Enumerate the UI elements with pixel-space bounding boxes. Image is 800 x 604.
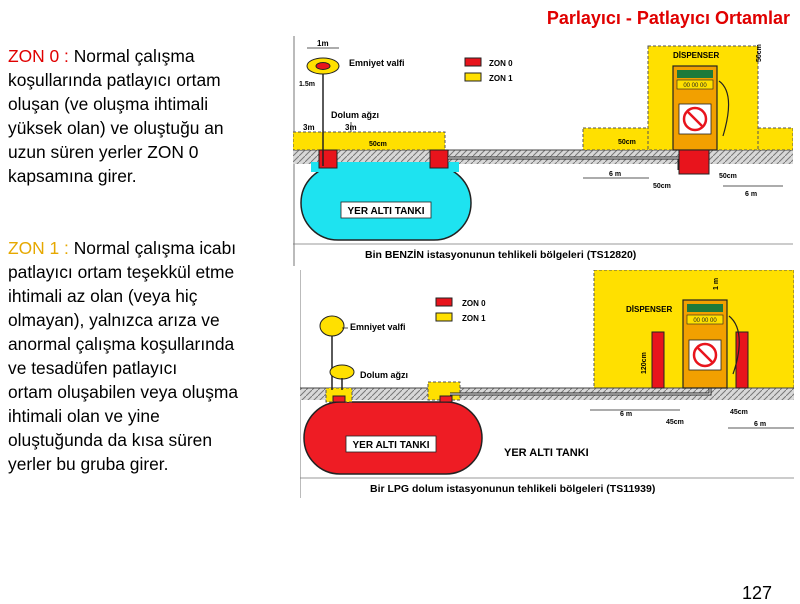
legend-zon0-swatch xyxy=(464,57,482,67)
dispenser-zone0-pit xyxy=(678,149,710,175)
zone1-line: oluştuğunda da kısa süren xyxy=(8,430,213,450)
dim-1-5m: 1.5m xyxy=(299,81,315,88)
fill-label: Dolum ağzı xyxy=(331,110,379,120)
zone1-line: olmayan), yalnızca arıza ve xyxy=(8,310,220,330)
zone0-line: uzun süren yerler ZON 0 xyxy=(8,142,199,162)
zone1-line: ortam oluşabilen veya oluşma xyxy=(8,382,239,402)
zone0-fill-pit xyxy=(429,149,449,169)
valve-label: Emniyet valfi xyxy=(349,58,405,68)
legend-zon1-swatch xyxy=(435,312,453,322)
zone0-line: koşullarında patlayıcı ortam xyxy=(8,70,221,90)
legend-zon0-label: ZON 0 xyxy=(489,59,513,68)
dim-50cm-e: 50cm xyxy=(719,173,737,180)
zone0-line: oluşan (ve oluşma ihtimali xyxy=(8,94,209,114)
zone1-line: ve tesadüfen patlayıcı xyxy=(8,358,178,378)
zone0-line: Normal çalışma xyxy=(68,46,195,66)
legend-zon0-swatch xyxy=(435,297,453,307)
dim-50cm-b: 50cm xyxy=(756,44,763,62)
zone0-line: yüksek olan) ve oluştuğu an xyxy=(8,118,224,138)
vent-zone0-circle xyxy=(315,62,331,70)
zone0-fill-cap xyxy=(439,395,453,403)
tank-side-label: YER ALTI TANKI xyxy=(504,447,589,459)
zone1-label: ZON 1 : xyxy=(8,238,69,258)
dim-50cm-d: 50cm xyxy=(653,183,671,190)
legend-zon1-label: ZON 1 xyxy=(462,314,486,323)
zone1-line: ihtimali olan ve yine xyxy=(8,406,160,426)
gasoline-station-diagram: YER ALTI TANKI Emniyet valfi 1m 1.5m Dol… xyxy=(293,36,793,266)
dim-1m: 1m xyxy=(317,39,329,48)
lpg-station-diagram: YER ALTI TANKI YER ALTI TANKI Emniyet va… xyxy=(300,270,794,498)
vent-zone1-circle xyxy=(319,315,345,337)
dim-6m-a: 6 m xyxy=(609,171,621,178)
tank-label: YER ALTI TANKI xyxy=(352,440,429,451)
tank-label: YER ALTI TANKI xyxy=(347,206,424,217)
zone1-line: Normal çalışma icabı xyxy=(68,238,237,258)
zone1-line: anormal çalışma koşullarında xyxy=(8,334,235,354)
page-number: 127 xyxy=(741,583,772,603)
dim-1m: 1 m xyxy=(713,278,720,290)
zone1-line: patlayıcı ortam teşekkül etme xyxy=(8,262,235,282)
dim-6m-b: 6 m xyxy=(754,421,766,428)
zone1-line: yerler bu gruba girer. xyxy=(8,454,169,474)
diagram1-caption: Bin BENZİN istasyonunun tehlikeli bölgel… xyxy=(365,248,636,261)
legend-zon0-label: ZON 0 xyxy=(462,299,486,308)
diagram2-caption: Bir LPG dolum istasyonunun tehlikeli böl… xyxy=(370,483,655,495)
zone1-line: ihtimali az olan (veya hiç xyxy=(8,286,198,306)
fill-label: Dolum ağzı xyxy=(360,370,408,380)
zone0-description: ZON 0 : Normal çalışma koşullarında patl… xyxy=(8,44,283,188)
zone0-riser-cap xyxy=(332,395,346,403)
dim-120cm: 120cm xyxy=(641,352,648,374)
dispenser-label: DİSPENSER xyxy=(626,305,672,314)
zone1-area xyxy=(293,131,446,151)
pump-display: 00 00 00 xyxy=(683,83,707,89)
zone0-riser xyxy=(318,149,338,169)
dim-3m-b: 3m xyxy=(345,123,357,132)
dispenser-zone0-right xyxy=(735,331,749,389)
fill-zone1-circle xyxy=(329,364,355,380)
page-title: Parlayıcı - Patlayıcı Ortamlar xyxy=(546,8,790,28)
dim-3m-a: 3m xyxy=(303,123,315,132)
dim-6m-b: 6 m xyxy=(745,191,757,198)
dim-6m-a: 6 m xyxy=(620,411,632,418)
zone0-label: ZON 0 : xyxy=(8,46,69,66)
valve-label: Emniyet valfi xyxy=(350,322,406,332)
zone1-description: ZON 1 : Normal çalışma icabı patlayıcı o… xyxy=(8,236,283,476)
legend-zon1-swatch xyxy=(464,72,482,82)
dim-50cm-c: 50cm xyxy=(618,139,636,146)
legend-zon1-label: ZON 1 xyxy=(489,74,513,83)
pump-display: 00 00 00 xyxy=(693,318,717,324)
dim-50cm-a: 50cm xyxy=(369,141,387,148)
dim-45cm-a: 45cm xyxy=(666,419,684,426)
zone0-line: kapsamına girer. xyxy=(8,166,137,186)
dispenser-zone0-left xyxy=(651,331,665,389)
dim-45cm-b: 45cm xyxy=(730,409,748,416)
dispenser-label: DİSPENSER xyxy=(673,51,719,60)
